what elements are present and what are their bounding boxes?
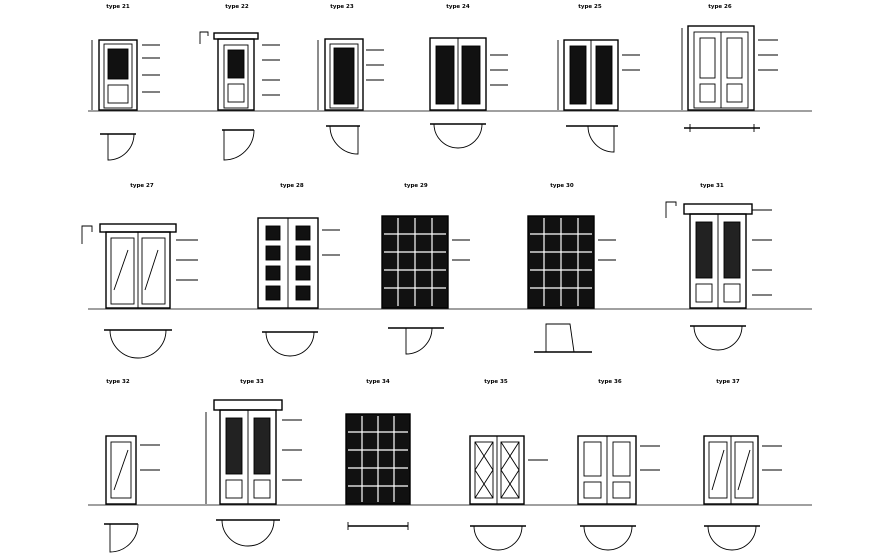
type-label: type 28 (280, 183, 304, 189)
door-plan-line (347, 522, 409, 530)
door-elevation (257, 217, 340, 309)
door-elevation (381, 215, 470, 309)
door-type-36: type 36 (577, 379, 660, 551)
type-label: type 31 (700, 183, 724, 189)
door-plan-swing (580, 525, 636, 551)
door-plan-swing (704, 525, 760, 551)
door-plan-swing (216, 519, 280, 547)
type-label: type 34 (366, 379, 390, 385)
door-type-31: type 31 (665, 183, 772, 351)
type-label: type 25 (578, 4, 602, 10)
door-type-25: type 25 (557, 4, 640, 153)
door-elevation (469, 435, 548, 505)
type-label: type 32 (106, 379, 130, 385)
door-elevation (703, 435, 782, 505)
type-label: type 27 (130, 183, 154, 189)
door-type-30: type 30 (527, 183, 616, 353)
door-plan-swing (222, 129, 255, 161)
door-plan-swing (104, 329, 172, 359)
type-label: type 26 (708, 4, 732, 10)
type-label: type 24 (446, 4, 470, 10)
door-elevation (199, 31, 280, 111)
door-type-34: type 34 (345, 379, 411, 530)
door-plan-swing (326, 125, 360, 155)
door-elevation (429, 37, 508, 111)
door-elevation (557, 39, 640, 111)
door-elevation (317, 38, 384, 111)
type-label: type 23 (330, 4, 354, 10)
door-type-21: type 21 (91, 4, 160, 161)
door-plan-swing (470, 525, 526, 551)
type-label: type 37 (716, 379, 740, 385)
door-elevation (577, 435, 660, 505)
door-plan-swing (104, 523, 139, 553)
door-plan-swing (262, 331, 318, 357)
door-elevation (665, 201, 772, 309)
door-plan-swing (566, 125, 618, 153)
door-type-32: type 32 (104, 379, 160, 553)
door-type-23: type 23 (317, 4, 384, 155)
door-elevation (681, 25, 778, 111)
door-elevation (105, 435, 160, 505)
door-plan-swing (534, 323, 592, 353)
door-type-24: type 24 (429, 4, 508, 149)
door-plan-swing (100, 133, 136, 161)
door-plan-swing (430, 123, 486, 149)
door-type-26: type 26 (681, 4, 778, 132)
door-plan-swing (388, 327, 444, 355)
type-label: type 29 (404, 183, 428, 189)
door-type-27: type 27 (81, 183, 198, 359)
door-type-35: type 35 (469, 379, 548, 551)
door-type-22: type 22 (199, 4, 280, 161)
door-elevation (345, 413, 411, 505)
type-label: type 21 (106, 4, 130, 10)
door-type-37: type 37 (703, 379, 782, 551)
door-type-33: type 33 (205, 379, 302, 547)
type-label: type 36 (598, 379, 622, 385)
door-elevation (81, 223, 198, 309)
type-label: type 33 (240, 379, 264, 385)
door-plan-swing (690, 325, 746, 351)
door-plan-swing (684, 124, 760, 132)
door-elevation (91, 39, 160, 111)
door-type-29: type 29 (381, 183, 470, 355)
door-elevation (527, 215, 616, 309)
type-label: type 22 (225, 4, 249, 10)
door-elevation (205, 399, 302, 505)
type-label: type 35 (484, 379, 508, 385)
door-type-28: type 28 (257, 183, 340, 357)
type-label: type 30 (550, 183, 574, 189)
